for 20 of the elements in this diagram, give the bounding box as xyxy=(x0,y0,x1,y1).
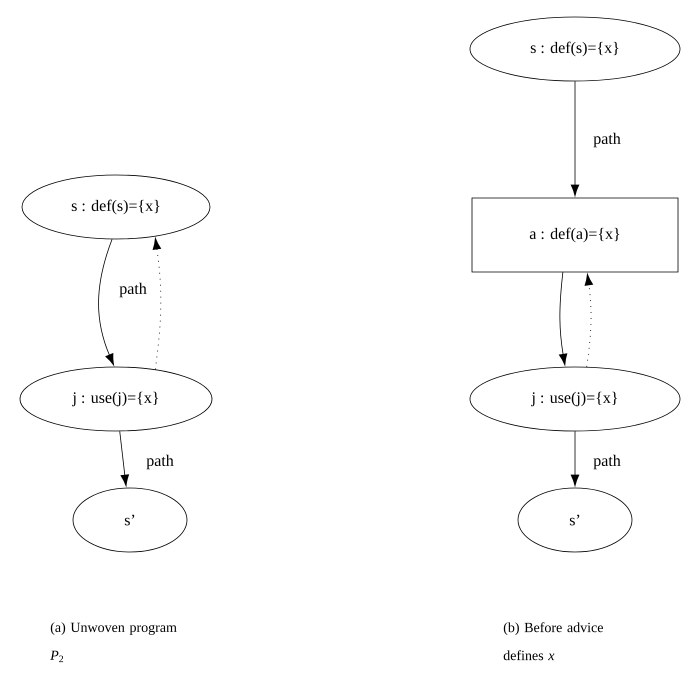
process-box: a : def(a)={x} xyxy=(472,198,678,272)
ellipse-node: s’ xyxy=(518,488,632,552)
edge-label: path xyxy=(118,282,148,298)
ellipse-node: s : def(s)={x} xyxy=(470,16,680,82)
caption: (b) Before advice defines x xyxy=(504,622,603,660)
arrow xyxy=(584,274,594,368)
arrow xyxy=(570,81,580,196)
ellipse-node: s’ xyxy=(72,488,188,552)
arrow xyxy=(558,272,568,366)
edge-label: path xyxy=(145,454,175,470)
edge-label: path xyxy=(592,454,622,470)
arrow xyxy=(119,430,130,486)
arrow xyxy=(98,238,114,366)
ellipse-node: j : use(j)={x} xyxy=(20,366,212,432)
edge-label: path xyxy=(592,132,622,148)
ellipse-node: s : def(s)={x} xyxy=(22,174,210,240)
arrow xyxy=(570,431,580,486)
arrow xyxy=(152,238,162,370)
caption: (a) Unwoven program P$_{2}$ xyxy=(50,622,177,662)
ellipse-node: j : use(j)={x} xyxy=(470,366,680,432)
